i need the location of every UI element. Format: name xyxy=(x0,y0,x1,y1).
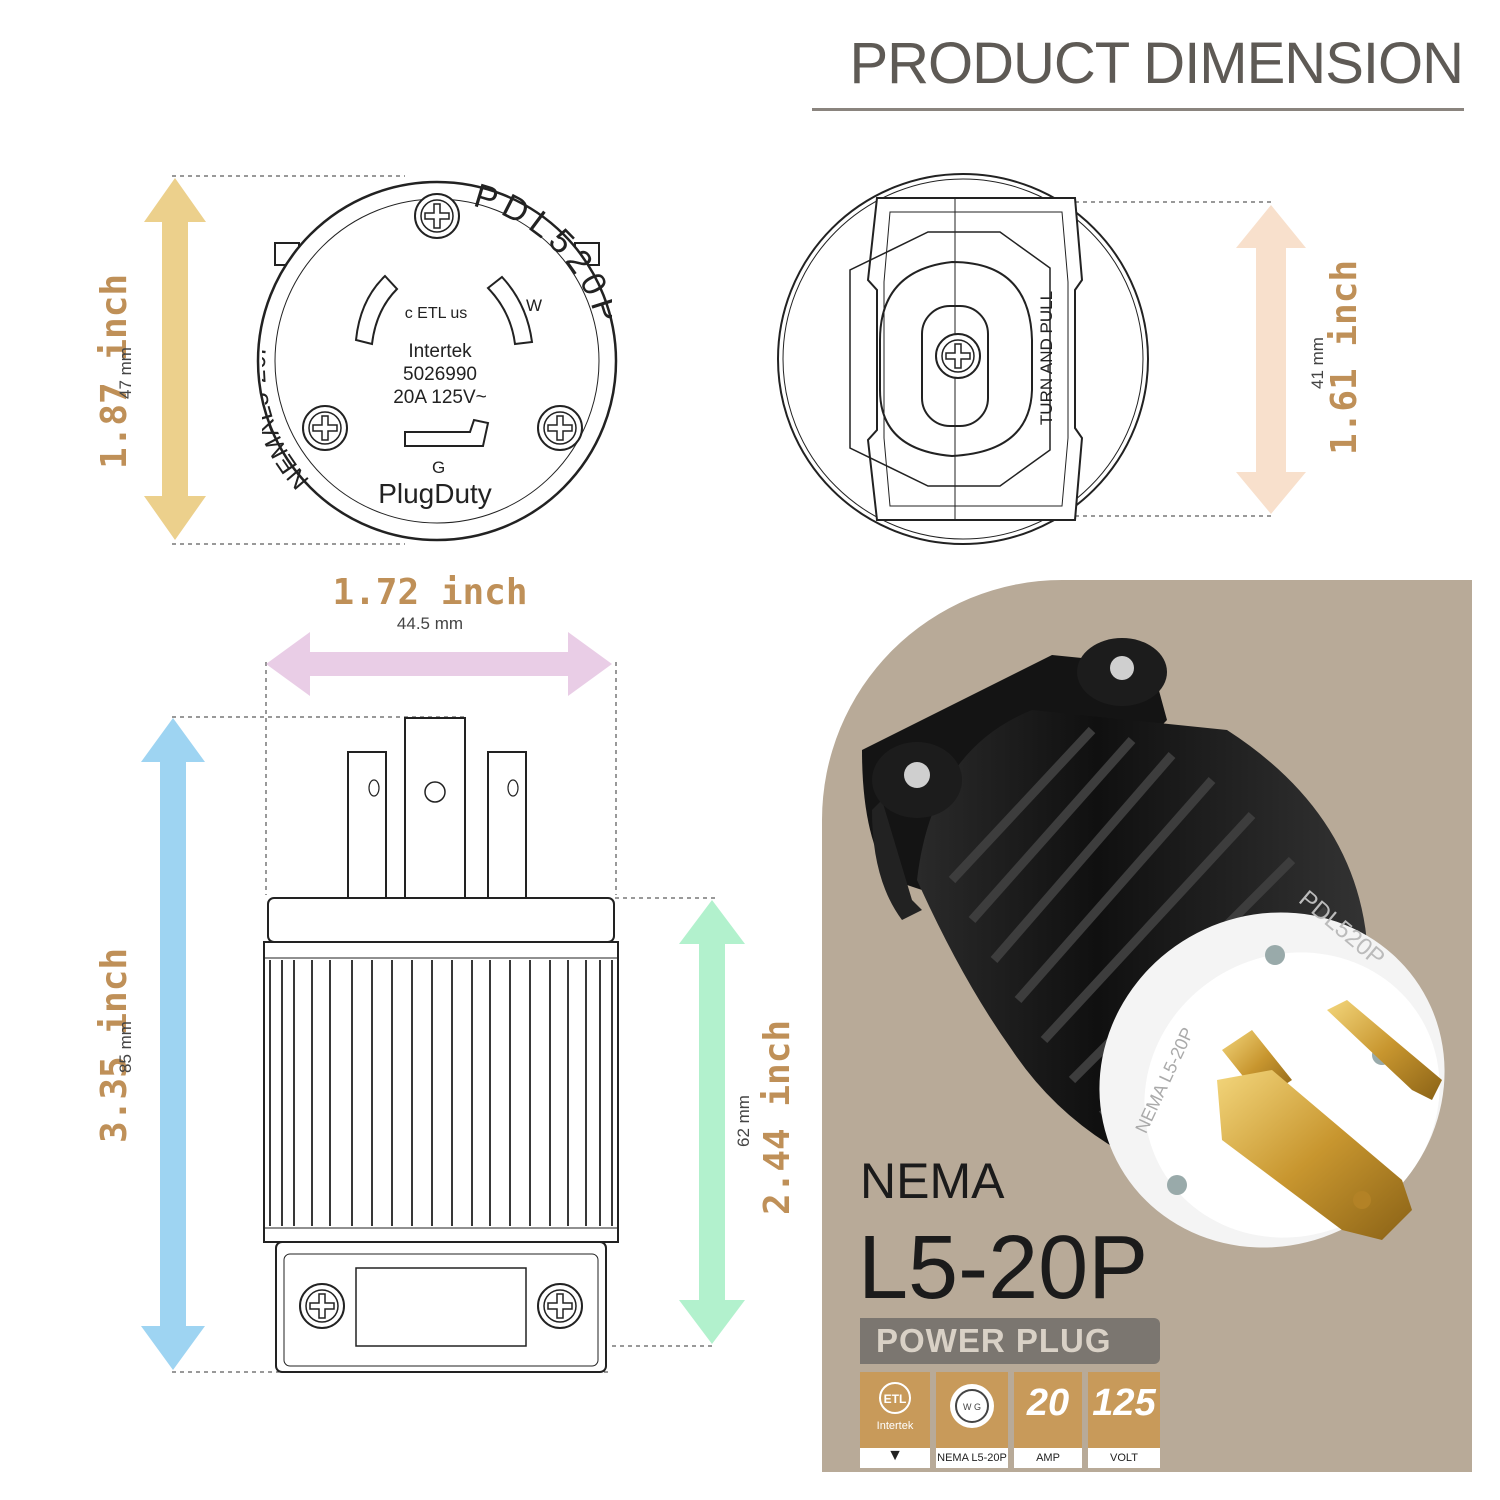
cert-nema: W G NEMA L5-20P xyxy=(936,1372,1008,1468)
brass-blades xyxy=(1217,1000,1442,1240)
total-height-mm: 85 mm xyxy=(116,1021,135,1073)
terminal-w-label: W xyxy=(526,296,543,315)
product-type: NEMA xyxy=(860,1153,1005,1209)
terminal-g-label: G xyxy=(432,458,446,477)
power-plug-badge-text: POWER PLUG xyxy=(876,1322,1112,1359)
product-photo xyxy=(862,638,1445,1248)
body-height-arrow xyxy=(679,900,745,1344)
face-height-mm: 47 mm xyxy=(116,347,135,399)
cert-intertek-caption: Intertek xyxy=(876,1420,914,1432)
cert-amp-box: 20 xyxy=(1014,1372,1082,1448)
rating-text: 20A 125V~ xyxy=(393,387,487,408)
side-height-inch: 1.61 inch xyxy=(1324,259,1365,455)
turn-and-pull-label: TURN AND PULL xyxy=(1037,290,1056,426)
title-underline xyxy=(812,108,1464,111)
volt-value: 125 xyxy=(1092,1382,1156,1424)
volt-caption: VOLT xyxy=(1088,1448,1160,1468)
side-height-mm: 41 mm xyxy=(1308,337,1327,389)
product-model: L5-20P xyxy=(858,1218,1149,1318)
plug-face-view: c ETL us xyxy=(256,180,618,542)
etl-mark: ETL xyxy=(884,1392,907,1406)
width-arrow-front xyxy=(266,632,612,696)
brand-text: PlugDuty xyxy=(378,478,492,509)
nema-mark: W G xyxy=(963,1402,981,1412)
dimension-guides xyxy=(172,175,1275,1373)
model-number-text: 5026990 xyxy=(403,364,477,385)
body-height-mm: 62 mm xyxy=(734,1095,753,1147)
body-height-inch: 2.44 inch xyxy=(757,1019,798,1215)
intertek-text: Intertek xyxy=(408,341,472,362)
front-width-mm: 44.5 mm xyxy=(396,614,464,633)
amp-caption: AMP xyxy=(1014,1448,1082,1468)
cert-nema-caption: NEMA L5-20P xyxy=(936,1448,1008,1468)
page-title: PRODUCT DIMENSION xyxy=(849,31,1464,96)
height-arrow-side xyxy=(1236,205,1306,514)
plug-side-view xyxy=(777,173,1149,545)
height-arrow-face xyxy=(144,178,206,540)
cert-amp: 20 AMP xyxy=(1014,1372,1082,1468)
total-height-arrow xyxy=(141,718,205,1370)
front-width-inch: 1.72 inch xyxy=(332,572,528,613)
plug-front-view xyxy=(263,717,619,1373)
plug-body xyxy=(862,638,1445,1248)
nema-outlet-icon: W G xyxy=(950,1384,994,1428)
amp-value: 20 xyxy=(1026,1382,1070,1424)
power-plug-badge xyxy=(860,1318,1160,1364)
cert-volt: 125 VOLT xyxy=(1088,1372,1160,1468)
cert-intertek-cap: ▼ xyxy=(860,1448,930,1468)
cert-nema-box: W G xyxy=(936,1372,1008,1448)
cert-intertek: ETL Intertek ▼ xyxy=(860,1372,930,1468)
face-center-text: Intertek 5026990 20A 125V~ xyxy=(360,340,520,409)
etl-icon: ETL xyxy=(879,1382,911,1414)
etl-cert-mark: c ETL us xyxy=(405,305,468,322)
cert-intertek-box: ETL Intertek xyxy=(860,1372,930,1448)
cert-volt-box: 125 xyxy=(1088,1372,1160,1448)
